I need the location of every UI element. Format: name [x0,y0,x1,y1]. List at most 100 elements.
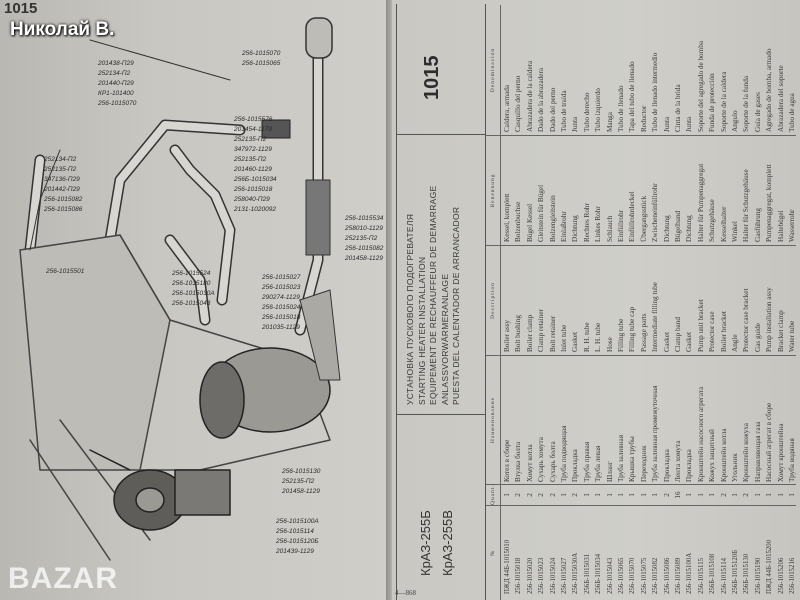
callout: 258040-П29 [234,196,270,203]
callout: 201442-П29 [44,186,80,193]
callout: 256-1015082 [345,245,384,252]
description-en: Bolt bushing [514,315,523,352]
benennung-de: Kesselhalter [719,206,728,242]
divider [397,134,485,135]
description-en: Clamp retainer [537,309,546,352]
denominacion-es: Angulo [731,110,739,132]
name-ru: Угольник [731,453,739,482]
callout: 201438-П29 [98,60,134,67]
description-en: Clamp band [674,317,682,352]
name-ru: Котел в сборе [503,439,511,482]
denominacion-es: Dado de la abrazadera [537,67,546,132]
benennung-de: Gleitstein für Bügel [537,184,546,242]
part-number: 256-1015086 [663,557,671,594]
denominacion-es: Abrazadera del soporte [776,65,785,132]
part-number: ПЖД 44Б-1015200 [766,539,774,594]
quantity: 1 [788,493,796,497]
denominacion-es: Soporte de la caldera [719,71,728,132]
part-number: 256Б-1015034 [595,553,603,594]
callout: 290274-1129 [262,294,300,301]
callout: 256Б-1015034 [234,176,277,183]
name-ru: Труба правая [582,441,591,482]
description-en: Boiler assy [503,319,511,352]
benennung-de: Einlaßrohr [560,211,568,242]
quantity: 1 [685,493,694,497]
callout: 201454-1179 [234,126,272,133]
callout: 201439-1129 [276,548,314,555]
name-ru: Сухарь хомута [537,437,546,482]
quantity: 1 [731,493,739,497]
callout: 256-1015018 [262,314,301,321]
quantity: 2 [662,493,671,497]
callout: КР1-101400 [98,90,134,97]
benennung-de: Dichtung [685,215,694,242]
benennung-de: Zwischeneinfüllrohr [651,183,660,242]
title-ru: УСТАНОВКА ПУСКОВОГО ПОДОГРЕВАТЕЛЯ [405,213,415,405]
name-ru: Насосный агрегат в сборе [765,402,774,482]
quantity: 16 [674,491,682,499]
quantity: 1 [651,493,660,497]
callout: 347972-1129 [234,146,272,153]
description-en: Filling tube cap [628,306,637,352]
part-number: 256-1015100А [686,552,694,594]
denominacion-es: Cinta de la brida [674,84,682,132]
benennung-de: Dichtung [571,215,580,242]
quantity: 1 [753,493,762,497]
quantity: 1 [628,493,637,497]
quantity: 1 [776,493,785,497]
callout: 201460-1129 [234,166,272,173]
callout: 256-1015120Б [276,538,319,545]
callout: 256-1015082 [44,196,83,203]
callout: 256-1015024 [262,304,301,311]
name-ru: Лента хомута [674,440,682,482]
benennung-de: Bolzenbuchse [514,201,523,242]
name-ru: Шланг [605,461,614,482]
callout: 258010-1129 [345,225,383,232]
part-number: 256-1015082 [652,557,660,594]
part-number: 256Б-1015130 [743,553,751,594]
callout: 252134-П2 [98,70,131,77]
part-number: 256Б-1015120Б [732,549,739,594]
callout: 256-1015524 [172,270,211,277]
callout: 256-1015030А [172,290,215,297]
author-overlay: Николай В. [10,19,115,40]
wire [29,39,231,251]
callout: 201458-1129 [282,488,320,495]
description-en: Pump installation assy [765,287,774,352]
benennung-de: Rechtes Rohr [582,203,591,242]
bracket [299,289,341,381]
description-en: Inlet tube [560,324,568,352]
col-header-benennung: Benennung [486,136,501,245]
quantity: 1 [617,493,625,497]
col-header-number: № [486,506,501,600]
boiler [89,299,331,531]
description-en: R. H. tube [582,322,591,352]
benennung-de: Schutzgehäuse [708,199,717,242]
parts-table: КрАЗ-255Б КрАЗ-255В УСТАНОВКА ПУСКОВОГО … [392,0,800,600]
callout: 347136-П29 [44,176,80,183]
quantity: 2 [719,493,728,497]
part-number: 256-1015114 [720,558,728,594]
name-ru: Труба водяная [788,438,796,482]
callout: 256-1015070 [242,50,281,57]
part-number: 256Б-1015031 [583,553,591,594]
denominacion-es: Tubo izquierdo [594,88,603,132]
denominacion-es: Dado del perno [548,87,557,132]
quantity: 1 [708,493,717,497]
benennung-de: Bügelband [674,210,682,242]
description-en: Hose [605,337,614,352]
quantity: 1 [765,493,774,497]
name-ru: Направляющая газа [753,421,762,482]
quantity: 1 [639,493,648,497]
callout: 256-1015065 [242,60,281,67]
description-en: Gasket [662,332,671,352]
callout: 256-1015027 [262,274,301,281]
